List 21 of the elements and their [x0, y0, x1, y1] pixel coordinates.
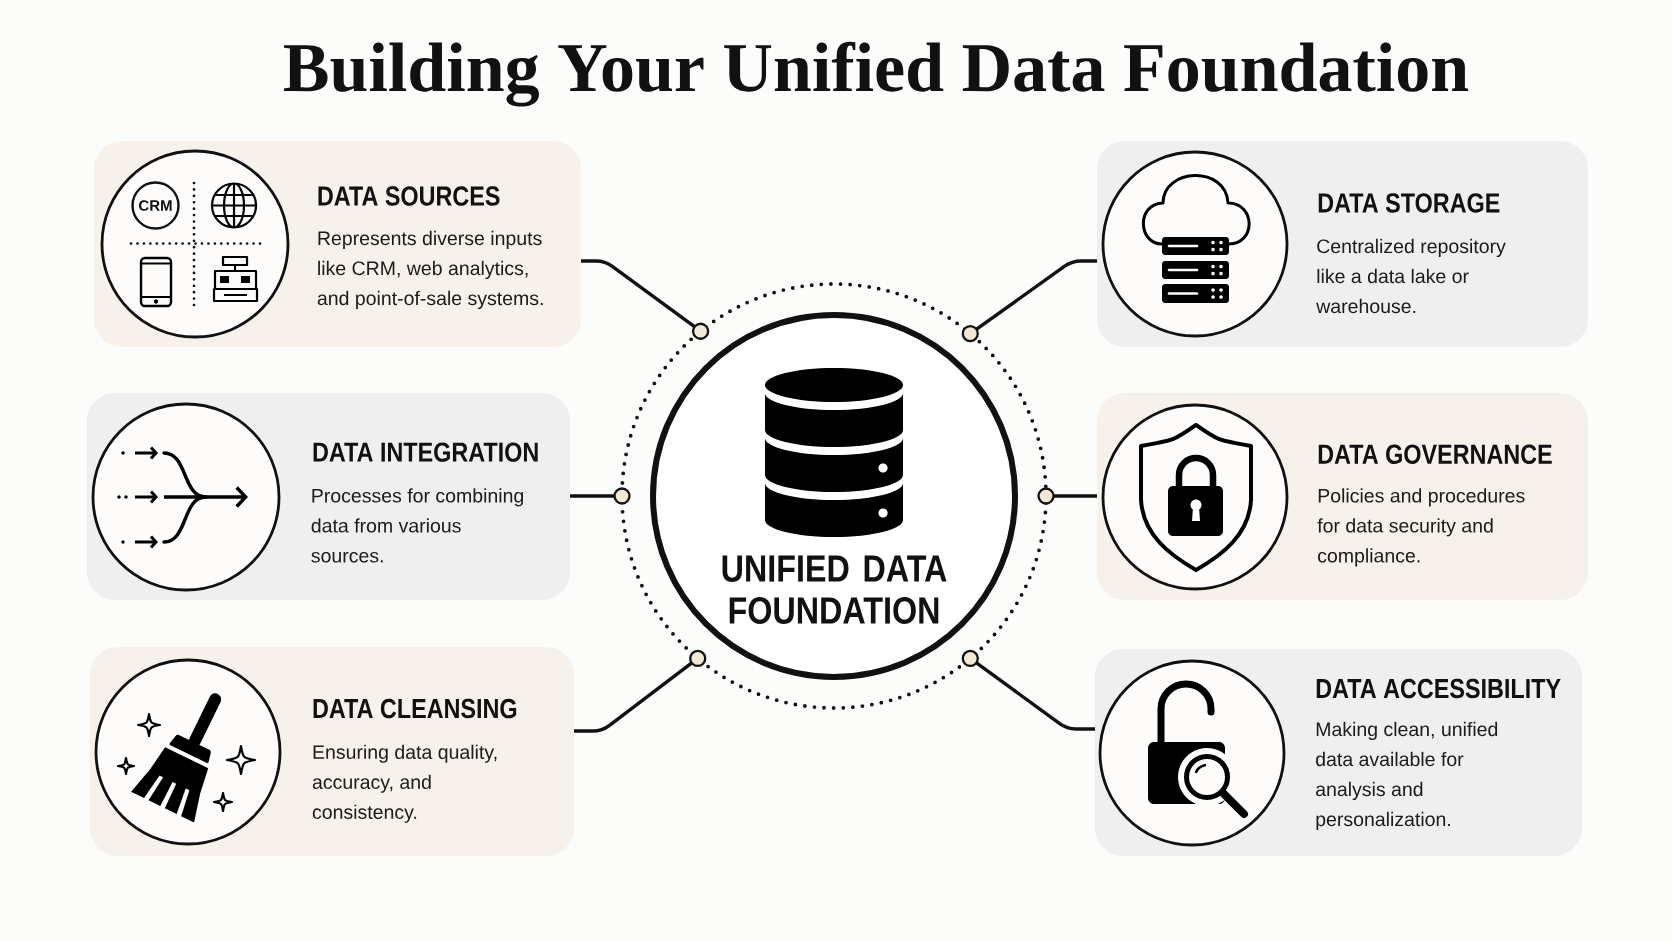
card-heading: DATA STORAGE	[1318, 193, 1500, 213]
connector	[1037, 487, 1097, 505]
card-heading: DATA ACCESSIBILITY	[1316, 678, 1561, 699]
card-description: Ensuring data quality, accuracy, and consistency.	[312, 744, 497, 823]
connector	[961, 259, 1097, 343]
card-description: Policies and procedures for data security and compliance.	[1317, 488, 1525, 567]
card-heading: DATA INTEGRATION	[313, 442, 538, 462]
connector	[581, 259, 710, 340]
card-description: Processes for combining data from various sources.	[311, 488, 523, 563]
card-heading: DATA CLEANSING	[313, 698, 517, 719]
card-heading: DATA GOVERNANCE	[1318, 444, 1552, 464]
connector	[961, 649, 1095, 731]
connector	[570, 487, 631, 505]
card-description: Represents diverse inputs like CRM, web analytics, and point-of-sale systems.	[317, 230, 543, 310]
card-heading: DATA SOURCES	[318, 186, 500, 206]
crm-badge: CRM	[131, 181, 180, 230]
title: Building Your Unified Data Foundation	[283, 41, 1469, 107]
hub-label: UNIFIED DATA FOUNDATION	[722, 555, 947, 624]
card-description: Making clean, unified data available for analysis and personalization.	[1316, 721, 1498, 831]
connector	[574, 649, 707, 733]
card-description: Centralized repository like a data lake or warehouse.	[1316, 238, 1506, 314]
